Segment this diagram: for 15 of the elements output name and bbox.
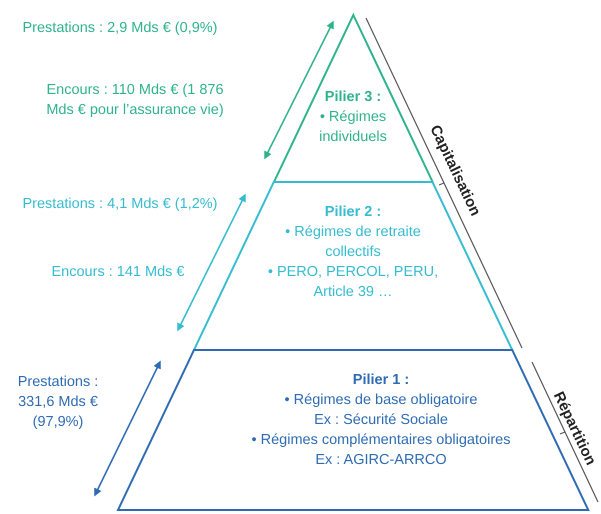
value-note: Prestations : 2,9 Mds € (0,9%) (21, 19, 219, 38)
tier-text: • PERO, PERCOL, PERU, Article 39 … (266, 263, 440, 302)
tier-title: Pilier 1 : (352, 371, 410, 390)
tier-title: Pilier 2 : (324, 203, 382, 222)
tier-text: • Régimes complémentaires obligatoires (252, 431, 510, 450)
tier-text: Ex : Sécurité Sociale (314, 411, 448, 430)
value-note: Prestations : 331,6 Mds € (97,9%) (16, 373, 100, 432)
tier-text: • Régimes individuels (318, 108, 388, 147)
value-note: Encours : 110 Mds € (1 876 Mds € pour l’assurance vie) (45, 81, 225, 120)
tier-text: • Régimes de retraite collectifs (284, 223, 422, 262)
tier-title: Pilier 3 : (324, 88, 382, 107)
value-note: Prestations : 4,1 Mds € (1,2%) (21, 195, 219, 214)
value-note: Encours : 141 Mds € (50, 263, 186, 282)
tier-text: Ex : AGIRC-ARRCO (315, 451, 447, 470)
tier-text: • Régimes de base obligatoire (284, 391, 478, 410)
